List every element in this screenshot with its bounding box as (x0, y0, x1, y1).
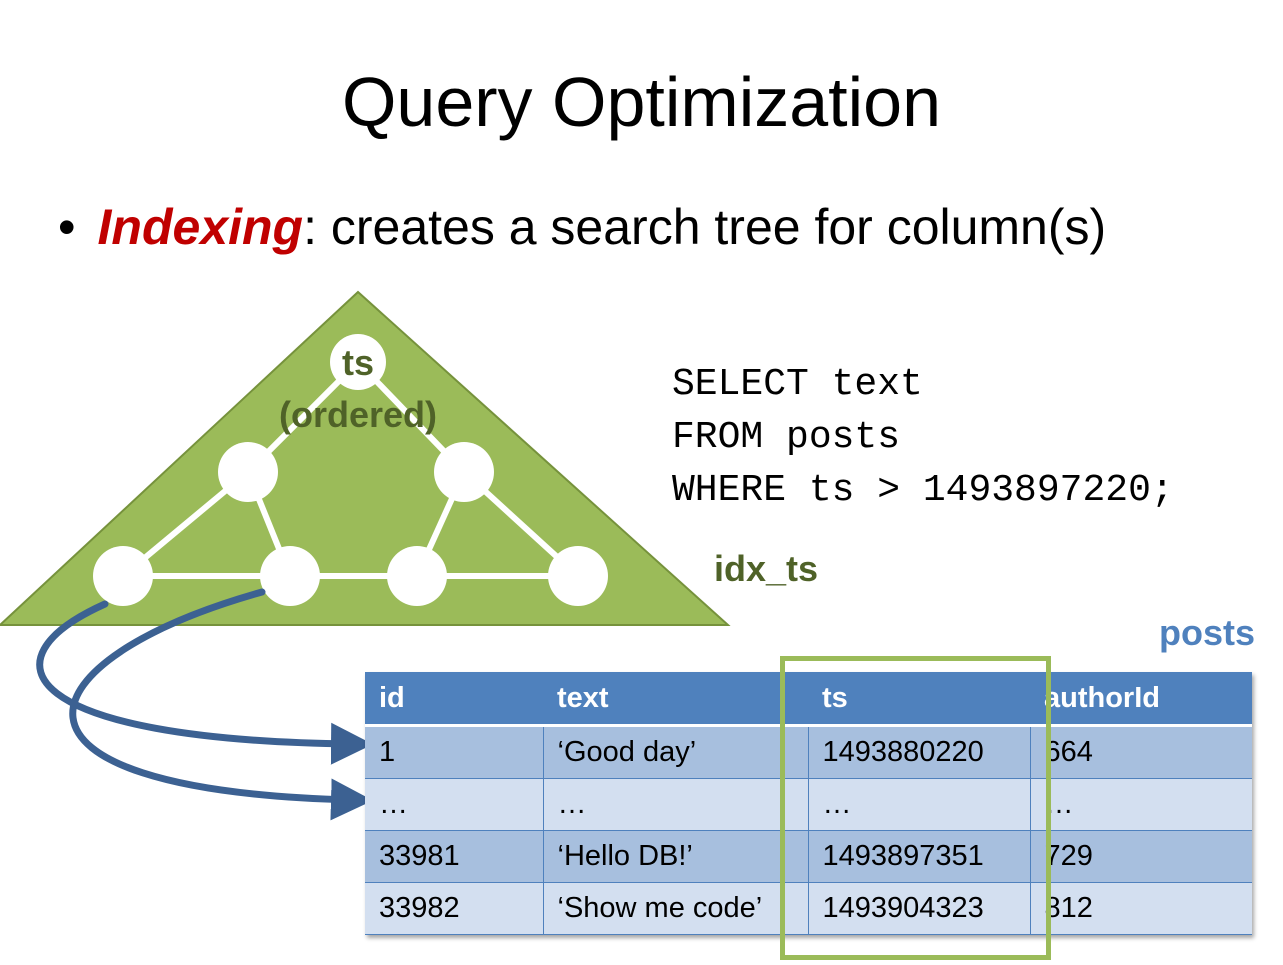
tree-node-leaf (260, 546, 320, 606)
root-node-label: ts (341, 342, 374, 383)
table-cell: 1493880220 (808, 725, 1031, 779)
column-header-authorid: authorId (1030, 672, 1252, 727)
ordered-label: (ordered) (278, 394, 437, 435)
posts-table: id text ts authorId 1 ‘Good day’ 1493880… (365, 672, 1252, 935)
tree-node (218, 442, 278, 502)
index-name-label: idx_ts (714, 548, 819, 589)
table-cell: ‘Hello DB!’ (543, 830, 809, 883)
bullet-text: : creates a search tree for column(s) (303, 199, 1107, 255)
table-cell: 33982 (365, 882, 544, 935)
pointer-arrows (36, 588, 373, 821)
pointer-arrow-row-1 (36, 600, 373, 765)
table-cell: … (365, 778, 544, 831)
tree-node-root (330, 334, 386, 390)
tree-node-leaf (387, 546, 447, 606)
table-cell: 664 (1030, 725, 1252, 779)
bullet-marker: • (58, 199, 76, 255)
table-cell: ‘Good day’ (543, 725, 809, 779)
table-cell: 812 (1030, 882, 1252, 935)
pointer-arrow-row-2 (69, 588, 373, 821)
table-cell: 1493897351 (808, 830, 1031, 883)
table-cell: ‘Show me code’ (543, 882, 809, 935)
table-cell: 33981 (365, 830, 544, 883)
table-cell: … (1030, 778, 1252, 831)
column-header-text: text (543, 672, 808, 727)
tree-node-leaf (548, 546, 608, 606)
search-tree-triangle (0, 290, 731, 626)
bullet-keyword: Indexing (97, 199, 304, 255)
table-cell: 1493904323 (808, 882, 1031, 935)
sql-line: SELECT text (672, 363, 923, 406)
table-row: 1 ‘Good day’ 1493880220 664 (365, 725, 1252, 779)
sql-line: FROM posts (672, 416, 901, 459)
sql-line: WHERE ts > 1493897220; (672, 469, 1174, 512)
table-header-row: id text ts authorId (365, 672, 1252, 727)
table-row: … … … … (365, 778, 1252, 831)
table-cell: … (543, 778, 809, 831)
tree-nodes (93, 334, 608, 606)
table-name-label: posts (1158, 612, 1255, 653)
column-header-id: id (365, 672, 543, 727)
table-row: 33981 ‘Hello DB!’ 1493897351 729 (365, 830, 1252, 883)
table-cell: 729 (1030, 830, 1252, 883)
table-row: 33982 ‘Show me code’ 1493904323 812 (365, 882, 1252, 935)
slide-title: Query Optimization (341, 63, 942, 141)
tree-node-leaf (93, 546, 153, 606)
column-header-ts: ts (808, 672, 1030, 727)
table-cell: 1 (365, 725, 544, 779)
bullet-point: • Indexing: creates a search tree for col… (58, 198, 1106, 256)
ts-column-highlight (780, 656, 1051, 960)
table-cell: … (808, 778, 1031, 831)
tree-node (434, 442, 494, 502)
